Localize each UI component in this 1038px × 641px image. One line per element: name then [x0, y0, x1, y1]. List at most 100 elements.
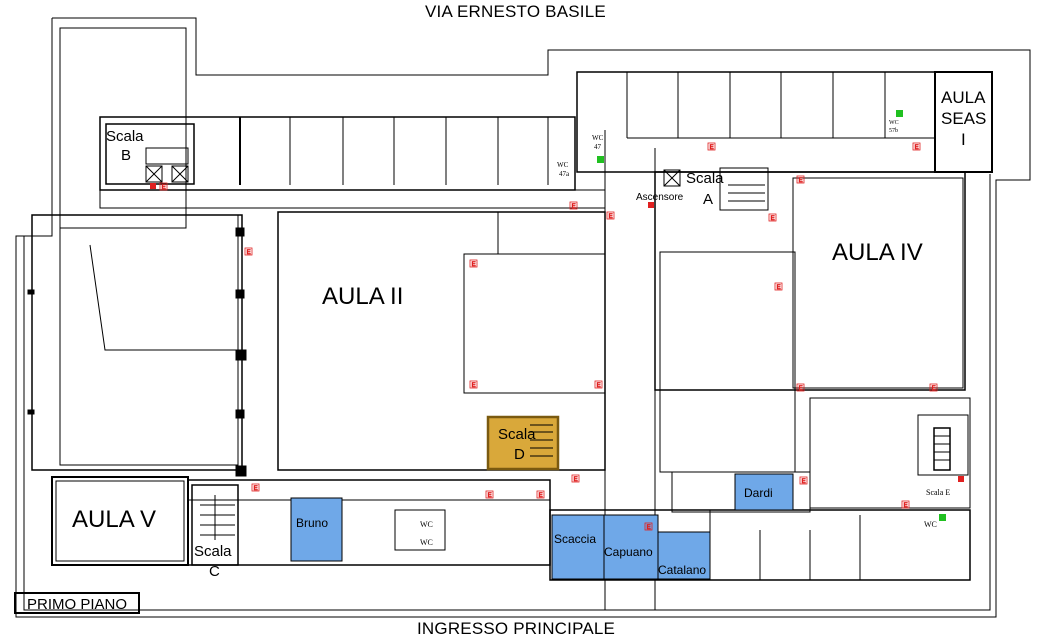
office-dardi[interactable]	[734, 473, 794, 511]
floor-label: PRIMO PIANO	[14, 592, 140, 614]
wc-label-1: WC	[420, 520, 433, 529]
exit-marker	[536, 490, 545, 499]
stair-b-line2: B	[121, 147, 131, 164]
exit-marker	[159, 182, 168, 191]
exit-marker	[929, 383, 938, 392]
extinguisher-marker	[896, 110, 903, 117]
exit-marker-glyph: E	[254, 486, 258, 492]
exit-marker	[606, 211, 615, 220]
office-capuano-label: Capuano	[604, 545, 653, 559]
office-catalano[interactable]	[657, 531, 711, 580]
stair-c	[191, 484, 239, 566]
exit-marker-glyph: E	[472, 383, 476, 389]
exit-marker-glyph: E	[904, 503, 908, 509]
stair-a	[663, 167, 769, 211]
aula-ii-label: AULA II	[322, 283, 403, 310]
exit-marker-glyph: E	[572, 204, 576, 210]
exit-marker-glyph: E	[597, 383, 601, 389]
exit-marker-glyph: E	[710, 145, 714, 151]
left-block	[27, 214, 247, 477]
alarm-marker	[958, 476, 964, 482]
exit-marker-glyph: E	[488, 493, 492, 499]
exit-marker	[485, 490, 494, 499]
wc-47-line2: 47	[594, 143, 602, 151]
aula-seas-line1: AULA	[941, 88, 986, 107]
exit-marker	[901, 500, 910, 509]
exit-marker	[799, 476, 808, 485]
stair-e-label: Scala E	[926, 488, 950, 497]
street-label-bottom: INGRESSO PRINCIPALE	[417, 619, 616, 638]
aula-seas-line2: SEAS	[941, 109, 986, 128]
stair-c-line2: C	[209, 563, 220, 580]
offices	[290, 473, 794, 580]
aula-iv-label: AULA IV	[832, 239, 923, 266]
alarm-marker	[150, 183, 156, 189]
office-bruno-label: Bruno	[296, 516, 328, 530]
stair-b	[145, 147, 189, 183]
safety-markers	[150, 110, 964, 521]
building-outline	[15, 17, 1031, 618]
exit-marker	[571, 474, 580, 483]
exit-marker-glyph: E	[574, 477, 578, 483]
exit-marker	[774, 282, 783, 291]
wc-57b-line2: 57b	[889, 128, 898, 134]
exit-marker	[569, 201, 578, 210]
wc-47a-line1: WC	[557, 161, 569, 169]
exit-marker	[796, 383, 805, 392]
exit-markers: E E E E E E E E E E E E E E E E E E E E E	[159, 142, 938, 531]
exit-marker-glyph: E	[799, 386, 803, 392]
office-dardi-label: Dardi	[744, 486, 773, 500]
top-wing	[99, 116, 606, 209]
exit-marker-glyph: E	[799, 178, 803, 184]
exit-marker	[594, 380, 603, 389]
exit-marker	[644, 522, 653, 531]
stair-e	[933, 427, 951, 471]
office-catalano-label: Catalano	[658, 563, 706, 577]
aula-v-label: AULA V	[72, 506, 156, 533]
exit-marker	[251, 483, 260, 492]
office-scaccia[interactable]	[551, 514, 605, 580]
office-capuano[interactable]	[603, 514, 659, 580]
alarm-marker	[648, 202, 654, 208]
stair-d-line1: Scala	[498, 426, 536, 443]
stair-d-line2: D	[514, 446, 525, 463]
office-scaccia-label: Scaccia	[554, 532, 596, 546]
exit-marker-glyph: E	[777, 285, 781, 291]
exit-marker	[707, 142, 716, 151]
exit-marker	[244, 247, 253, 256]
exit-marker	[912, 142, 921, 151]
wc-57b-line1: WC	[889, 120, 899, 126]
wc-47-line1: WC	[592, 134, 604, 142]
exit-marker-glyph: E	[802, 479, 806, 485]
exit-marker-glyph: E	[647, 525, 651, 531]
extinguisher-marker	[939, 514, 946, 521]
exit-marker-glyph: E	[247, 250, 251, 256]
aula-seas-line3: I	[961, 130, 966, 149]
stair-b-line1: Scala	[106, 128, 144, 145]
exit-marker-glyph: E	[539, 493, 543, 499]
exit-marker-glyph: E	[932, 386, 936, 392]
exit-marker	[796, 175, 805, 184]
exit-marker	[469, 259, 478, 268]
stair-a-line2: A	[703, 191, 713, 208]
room-aula-v	[51, 476, 189, 566]
room-aula-ii	[277, 211, 606, 471]
street-label-top: VIA ERNESTO BASILE	[425, 2, 606, 21]
office-bruno[interactable]	[290, 497, 343, 562]
wc-label-3: WC	[924, 520, 937, 529]
exit-marker	[768, 213, 777, 222]
stair-c-line1: Scala	[194, 543, 232, 560]
stair-a-line1: Scala	[686, 170, 724, 187]
exit-marker	[469, 380, 478, 389]
extinguisher-marker	[597, 156, 604, 163]
wc-label-2: WC	[420, 538, 433, 547]
exit-marker-glyph: E	[609, 214, 613, 220]
stair-d	[486, 415, 560, 471]
exit-marker-glyph: E	[915, 145, 919, 151]
wc-47a-line2: 47a	[559, 170, 570, 178]
exit-marker-glyph: E	[472, 262, 476, 268]
exit-marker-glyph: E	[162, 185, 166, 191]
exit-marker-glyph: E	[771, 216, 775, 222]
ascensore-label: Ascensore	[636, 192, 684, 203]
